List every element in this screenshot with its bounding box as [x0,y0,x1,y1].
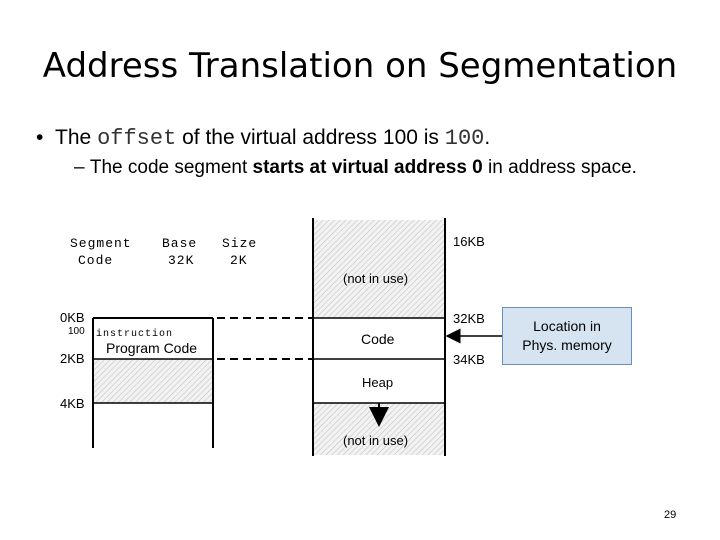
bullet-dot: • [36,126,56,149]
bullet-code-100: 100 [444,126,485,151]
sub-bullet-code-segment: – The code segment starts at virtual add… [74,155,637,181]
label-not-in-use-bottom: (not in use) [343,433,409,448]
label-not-in-use-top: (not in use) [343,271,409,286]
table-header-size: Size [222,236,258,251]
label-code: Code [361,331,395,347]
physical-memory [312,218,446,456]
label-34kb: 34KB [453,352,485,367]
sub-bullet-bold: starts at virtual address 0 [252,157,483,178]
virtual-address-space [92,317,214,448]
label-0kb: 0KB [60,310,85,325]
table-cell-base: 32K [168,253,195,268]
callout-line-2: Phys. memory [522,337,612,353]
location-callout-box: Location in Phys. memory [502,307,632,365]
table-header-segment: Segment [70,236,132,251]
label-100: 100 [68,326,85,337]
table-cell-size: 2K [230,253,248,268]
label-program-code: Program Code [106,340,198,356]
virtual-hatched-region [93,359,213,403]
phys-code-block [313,318,445,359]
label-heap: Heap [362,375,394,390]
label-instruction: instruction [96,329,174,340]
sub-bullet-text-post: in address space. [482,157,637,178]
bullet-text-pre: The [55,126,98,149]
label-32kb: 32KB [453,311,485,326]
table-header-base: Base [162,236,198,251]
bullet-text-mid: of the virtual address 100 is [176,126,445,149]
table-cell-segment: Code [78,253,114,268]
sub-bullet-dash: – [74,157,85,178]
bullet-text-post: . [484,126,491,149]
phys-unused-top [313,220,445,318]
label-4kb: 4KB [60,396,85,411]
bullet-code-offset: offset [97,126,177,151]
bullet-offset: • The offset of the virtual address 100 … [36,124,490,153]
sub-bullet-text-pre: The code segment [89,157,253,178]
page-number: 29 [664,509,677,521]
label-16kb: 16KB [453,234,485,249]
page-title: Address Translation on Segmentation [42,46,678,86]
label-2kb: 2KB [60,351,85,366]
phys-heap-block [313,359,445,403]
callout-line-1: Location in [533,318,601,334]
